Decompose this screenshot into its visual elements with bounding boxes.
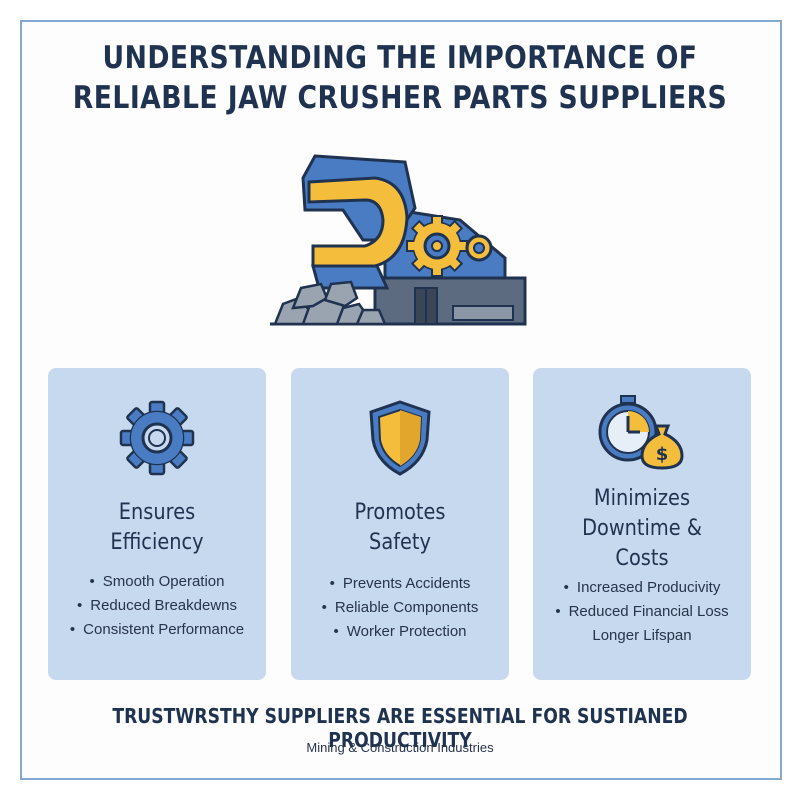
list-item: Longer Lifspan bbox=[592, 627, 692, 644]
shield-icon bbox=[369, 400, 431, 476]
page-title: UNDERSTANDING THE IMPORTANCE OF RELIABLE… bbox=[56, 38, 744, 118]
title-line-2: RELIABLE JAW CRUSHER PARTS SUPPLIERS bbox=[72, 80, 728, 116]
card-safety-title: Promotes Safety bbox=[354, 500, 446, 555]
machine-vent bbox=[452, 305, 514, 321]
footer-headline: TRUSTWRSTHY SUPPLIERS ARE ESSENTIAL FOR … bbox=[112, 704, 688, 752]
card-safety: Promotes Safety Prevents Accidents Relia… bbox=[291, 368, 509, 680]
card-efficiency: Ensures Efficiency Smooth Operation Redu… bbox=[48, 368, 266, 680]
jaw-lower bbox=[311, 264, 390, 290]
jaw-crusher-illustration bbox=[270, 154, 527, 326]
title-line-1: UNDERSTANDING THE IMPORTANCE OF bbox=[102, 40, 698, 76]
rock-pile bbox=[273, 280, 387, 326]
list-item: Smooth Operation bbox=[48, 570, 266, 594]
dollar-sign: $ bbox=[656, 444, 669, 465]
stopwatch-icon bbox=[598, 395, 658, 462]
list-item: Reliable Components bbox=[291, 596, 509, 620]
stopwatch-money-bag-icon: $ bbox=[598, 395, 684, 470]
card-downtime-list: Increased Producivity Reduced Financial … bbox=[533, 576, 751, 648]
list-item: Increased Producivity bbox=[533, 576, 751, 600]
list-item: Worker Protection bbox=[291, 620, 509, 644]
card-efficiency-list: Smooth Operation Reduced Breakdewns Cons… bbox=[48, 570, 266, 642]
card-downtime: $ Minimizes Downtime & Costs Increased P… bbox=[533, 368, 751, 680]
jaw-band bbox=[307, 176, 409, 268]
money-bag-icon: $ bbox=[640, 424, 684, 470]
list-item: Reduced Financial Loss bbox=[533, 600, 751, 624]
list-item: Consistent Performance bbox=[48, 618, 266, 642]
list-item: Prevents Accidents bbox=[291, 572, 509, 596]
card-safety-list: Prevents Accidents Reliable Components W… bbox=[291, 572, 509, 644]
gear-icon bbox=[119, 400, 195, 476]
small-gear-icon bbox=[465, 234, 493, 262]
large-gear-icon bbox=[406, 215, 468, 277]
list-item: Reduced Breakdewns bbox=[48, 594, 266, 618]
footer-subtitle: Mining & Construction Industries bbox=[306, 740, 494, 755]
card-efficiency-title: Ensures Efficiency bbox=[110, 500, 204, 555]
card-downtime-title: Minimizes Downtime & Costs bbox=[582, 486, 702, 571]
